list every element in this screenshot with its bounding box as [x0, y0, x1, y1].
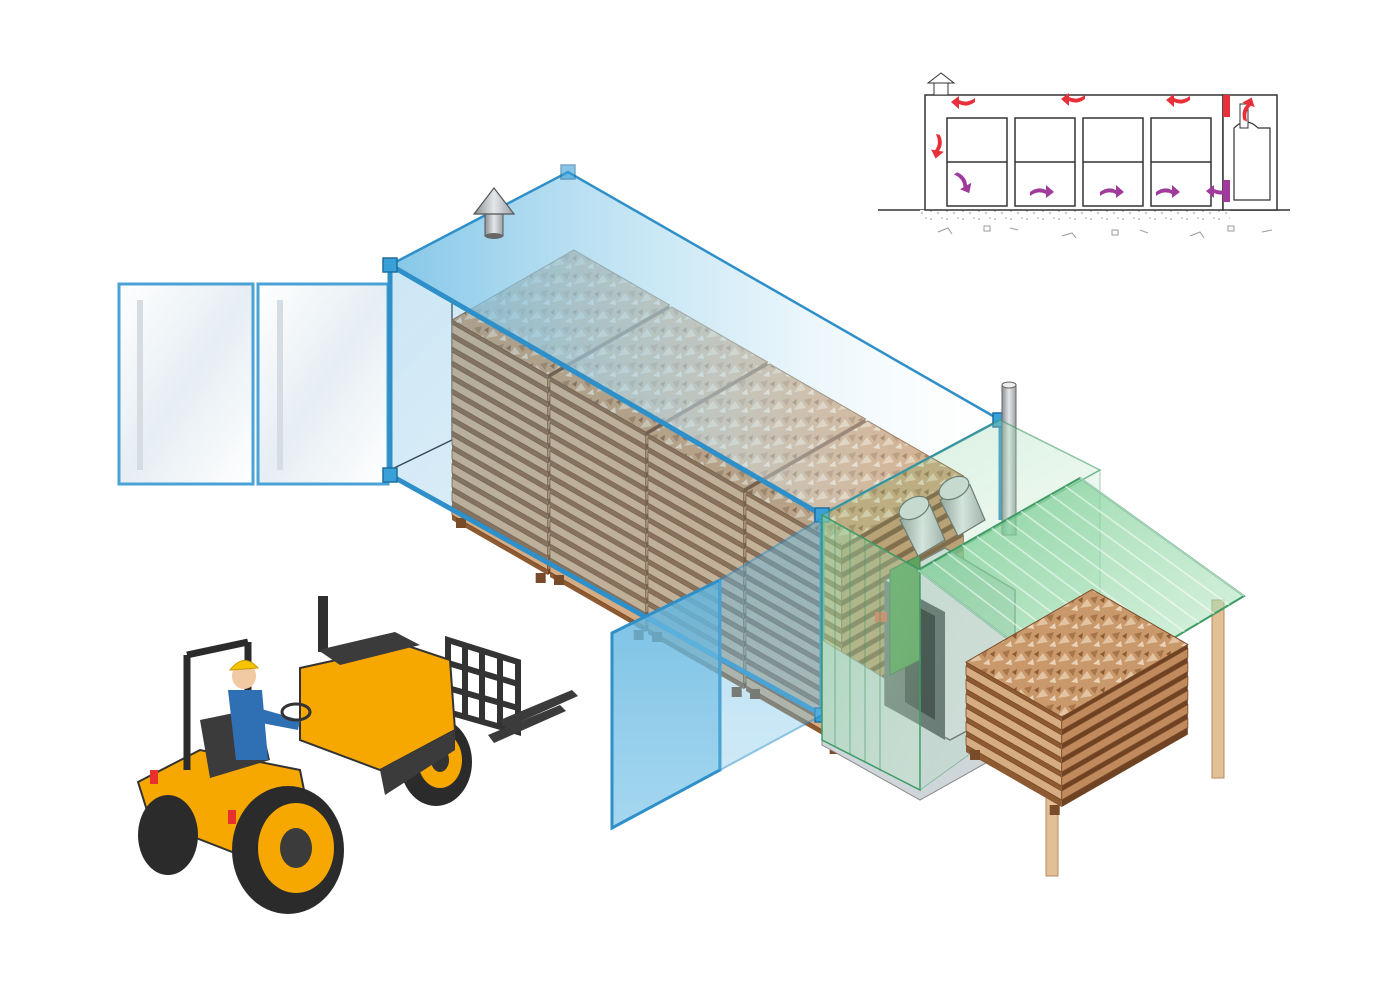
driver	[228, 660, 312, 760]
purple-arrow-icon	[1156, 185, 1180, 198]
chimney-cap-icon	[472, 187, 516, 239]
purple-arrow-icon	[1030, 185, 1054, 198]
airflow-schematic	[878, 72, 1290, 239]
shelter-crate	[964, 588, 1189, 815]
shelter-pallet-1	[964, 588, 1189, 815]
red-arrow-icon	[1166, 94, 1190, 107]
container-end-door	[610, 516, 823, 831]
red-arrow-icon	[1061, 93, 1085, 106]
purple-arrow-icon	[1100, 185, 1124, 198]
purple-arrow-icon	[1206, 185, 1230, 198]
purple-arrow-icon	[953, 172, 972, 194]
red-arrow-icon	[951, 96, 975, 109]
red-arrow-icon	[931, 134, 944, 159]
red-arrow-icon	[1242, 97, 1255, 122]
container-top-rail	[388, 262, 824, 518]
forklift-tractor	[136, 596, 578, 914]
left-door-pair	[117, 282, 390, 486]
